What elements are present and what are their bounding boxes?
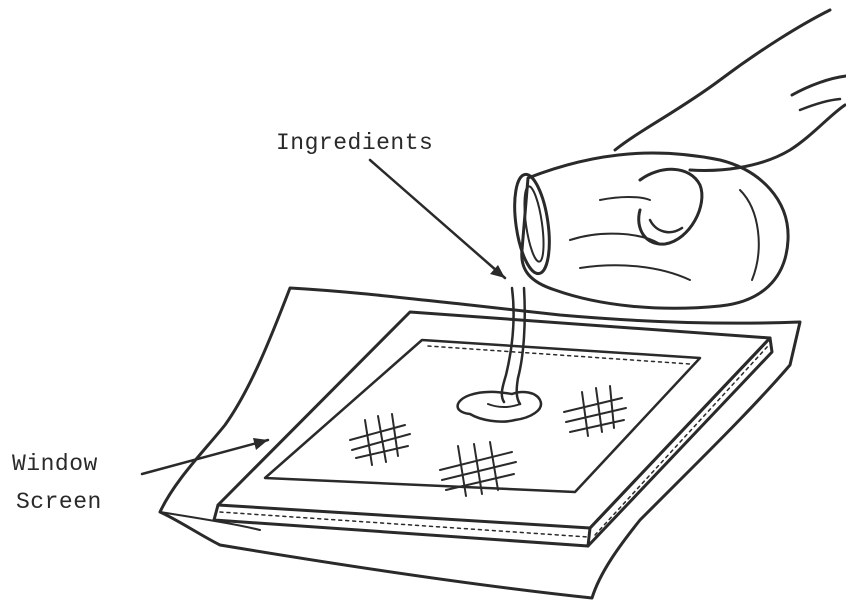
pulp-patch-left bbox=[350, 414, 410, 465]
label-screen: Screen bbox=[16, 489, 102, 515]
pulp-patch-right bbox=[564, 386, 626, 436]
label-ingredients: Ingredients bbox=[276, 130, 433, 156]
ingredients-arrow bbox=[370, 160, 505, 278]
jar-icon bbox=[509, 153, 788, 308]
label-window: Window bbox=[12, 451, 98, 477]
puddle bbox=[458, 392, 541, 422]
pulp-patches bbox=[350, 386, 626, 496]
window-screen-frame bbox=[214, 312, 772, 546]
hand-icon bbox=[615, 10, 846, 244]
window-screen-arrow bbox=[142, 438, 268, 474]
